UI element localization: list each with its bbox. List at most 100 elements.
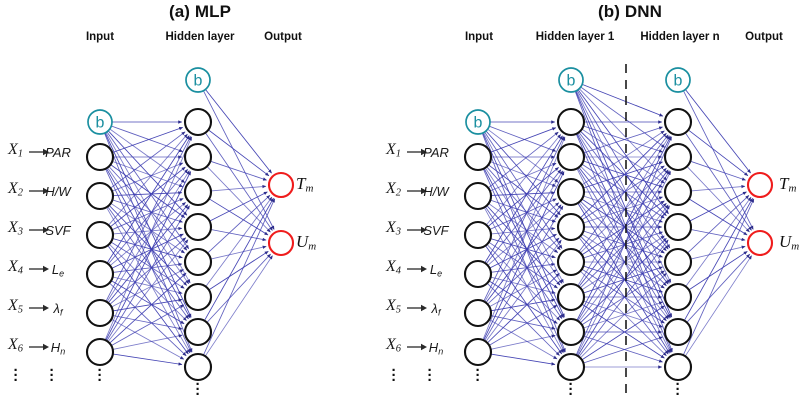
edge-dnn-hidden1-hiddenn [581,305,665,361]
mlp-hidden-node-3[interactable] [183,177,213,207]
output-label-tm-dnn: Tm [779,174,797,195]
edge-dnn-input-hidden1 [483,207,564,354]
edge-mlp-hidden-output [208,198,269,236]
input-label-x3-dnn: X3 [386,219,402,238]
edge-dnn-hidden1-hiddenn [581,303,665,359]
bias-node-label: b [674,73,683,90]
edge-mlp-hidden-output [204,197,274,321]
edge-dnn-hidden1-hiddenn [581,130,665,186]
mlp-hidden-node-4[interactable] [183,212,213,242]
edge-dnn-hidden1-hiddenn [583,195,663,223]
edge-mlp-input-hidden [108,243,187,321]
edge-mlp-input-hidden [111,318,185,360]
dnn-hiddenn-node-3[interactable] [663,177,693,207]
mlp-input-node-1[interactable] [85,142,115,172]
dnn-hidden1-node-3[interactable] [556,177,586,207]
dnn-hidden1-node-2[interactable] [556,142,586,172]
mlp-input-node-2[interactable] [85,181,115,211]
edge-dnn-input-hidden1 [485,169,562,265]
edge-dnn-hiddenn-output [684,255,752,357]
edge-dnn-bias1-hiddenn [580,86,666,148]
dnn-input-node-1[interactable] [463,142,493,172]
edge-mlp-input-hidden [111,233,184,269]
edge-dnn-bias1-hiddenn [575,90,673,318]
mlp-bias-node-hidden[interactable]: b [185,67,211,93]
dnn-hiddenn-node-1[interactable] [663,107,693,137]
input-label-x5-mlp: X5 [8,297,24,316]
dnn-output-node-1[interactable] [746,171,774,199]
feature-arrow-dnn-3 [407,226,427,234]
edge-dnn-input-hidden1 [484,135,563,264]
edge-dnn-biasn-output [685,89,751,174]
edge-mlp-bias-hidden [104,132,193,353]
dnn-hidden1-node-1[interactable] [556,107,586,137]
edge-dnn-hiddenn-output [684,132,752,231]
dnn-bias-node-hiddenn[interactable]: b [665,67,691,93]
mlp-hidden-node-1[interactable] [183,107,213,137]
edge-dnn-hidden1-hiddenn [578,167,669,285]
edge-mlp-bias-hidden [106,131,190,249]
edge-dnn-input-hidden1 [489,233,557,269]
ellipsis-mlp-input-nodes: ··· [97,362,103,389]
mlp-input-node-4[interactable] [85,259,115,289]
edge-dnn-input-hidden1 [486,205,561,286]
mlp-hidden-node-8[interactable] [183,352,213,382]
edge-mlp-input-hidden [105,168,192,353]
edge-dnn-input-hidden1 [486,244,561,321]
dnn-input-node-4[interactable] [463,259,493,289]
mlp-input-node-6[interactable] [85,337,115,367]
edge-dnn-input-hidden1 [488,319,558,360]
edge-dnn-hiddenn-output [685,197,752,287]
dnn-hidden1-node-4[interactable] [556,212,586,242]
dnn-input-node-5[interactable] [463,298,493,328]
edge-dnn-hidden1-hiddenn [583,301,663,329]
mlp-output-node-2[interactable] [267,229,295,257]
dnn-hiddenn-node-7[interactable] [663,317,693,347]
edge-mlp-input-hidden [112,262,183,273]
dnn-hidden1-node-7[interactable] [556,317,586,347]
feature-label-lambdaf-mlp: λf [53,301,63,318]
dnn-input-node-6[interactable] [463,337,493,367]
dnn-hidden1-node-5[interactable] [556,247,586,277]
dnn-hiddenn-node-5[interactable] [663,247,693,277]
dnn-hiddenn-node-6[interactable] [663,282,693,312]
dnn-input-node-3[interactable] [463,220,493,250]
mlp-hidden-node-7[interactable] [183,317,213,347]
edge-dnn-hidden1-hiddenn [581,268,665,324]
input-label-x1-dnn: X1 [386,141,402,160]
bias-node-label: b [96,115,105,132]
edge-dnn-input-hidden1 [490,262,556,273]
dnn-bias-node-hidden1[interactable]: b [558,67,584,93]
dnn-hidden1-node-8[interactable] [556,352,586,382]
mlp-output-node-1[interactable] [267,171,295,199]
dnn-input-node-2[interactable] [463,181,493,211]
dnn-hiddenn-node-2[interactable] [663,142,693,172]
edge-mlp-input-hidden [107,206,189,320]
ellipsis-mlp-varlabels: ··· [13,362,19,389]
edge-dnn-hidden1-hiddenn [580,272,667,359]
dnn-output-node-2[interactable] [746,229,774,257]
mlp-hidden-node-2[interactable] [183,142,213,172]
mlp-input-node-3[interactable] [85,220,115,250]
edge-mlp-input-hidden [105,171,192,341]
output-label-um-mlp: Um [296,232,317,253]
mlp-bias-node-input[interactable]: b [87,109,113,135]
edge-mlp-hidden-output [210,184,267,192]
feature-label-par-mlp: PAR [45,145,71,160]
feature-arrow-mlp-3 [29,226,49,234]
edge-dnn-bias1-hiddenn [576,90,671,249]
input-label-x1-mlp: X1 [8,141,24,160]
edge-mlp-input-hidden [105,136,191,302]
dnn-hidden1-node-6[interactable] [556,282,586,312]
edge-mlp-input-hidden [109,272,187,344]
mlp-input-node-5[interactable] [85,298,115,328]
mlp-hidden-node-6[interactable] [183,282,213,312]
bias-node-label: b [474,115,483,132]
mlp-hidden-node-5[interactable] [183,247,213,277]
dnn-hiddenn-node-4[interactable] [663,212,693,242]
dnn-bias-node-input[interactable]: b [465,109,491,135]
bias-node-label: b [567,73,576,90]
edge-dnn-hiddenn-output [690,160,746,181]
ellipsis-dnn-hiddenn-nodes: ··· [675,376,681,403]
dnn-hiddenn-node-8[interactable] [663,352,693,382]
